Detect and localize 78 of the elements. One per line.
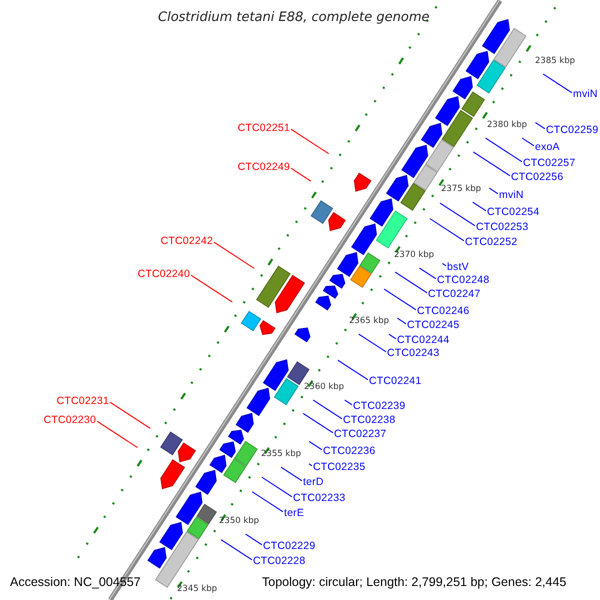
- leader-line: [312, 400, 342, 420]
- scale-label: 2375 kbp: [441, 184, 482, 194]
- leader-line: [394, 272, 428, 294]
- gene-label: CTC02235: [313, 461, 366, 473]
- leader-line: [418, 268, 436, 280]
- leader-line: [302, 412, 334, 434]
- leader-line: [308, 440, 322, 450]
- gene-label: CTC02228: [253, 555, 306, 567]
- leader-line: [190, 274, 233, 303]
- leader-line: [429, 218, 464, 242]
- gene-label: CTC02251: [238, 122, 290, 134]
- gene-label: CTC02249: [238, 161, 290, 173]
- gene-label: CTC02257: [523, 157, 576, 169]
- leader-line: [485, 138, 522, 162]
- leader-line: [472, 202, 486, 212]
- leader-line: [337, 360, 368, 380]
- gene-label: CTC02238: [343, 414, 396, 426]
- leader-line: [358, 334, 386, 352]
- gene-label: CTC02245: [407, 319, 460, 331]
- scale-label: 2365 kbp: [349, 316, 390, 326]
- gene-label: CTC02230: [44, 414, 96, 426]
- gene-label: mviN: [499, 189, 524, 201]
- gene-label: CTC02242: [160, 235, 213, 247]
- leader-line: [442, 262, 446, 266]
- gene-label: CTC02241: [369, 375, 422, 387]
- leader-line: [252, 491, 284, 512]
- scale-label: 2355 kbp: [261, 449, 302, 459]
- footer-text: Topology: circular; Length: 2,799,251 bp; Genes: 2,445: [262, 575, 566, 590]
- leader-line: [308, 463, 312, 466]
- gene-label: exoA: [535, 141, 560, 153]
- gene-label: CTC02256: [511, 171, 564, 183]
- gene-label: CTC02246: [417, 305, 470, 317]
- scale-label: 2350 kbp: [219, 516, 260, 526]
- leader-line: [396, 318, 406, 324]
- leader-line: [280, 466, 302, 482]
- gene-label: terE: [284, 507, 304, 519]
- gene-label: terD: [303, 476, 324, 488]
- scale-label: 2370 kbp: [394, 250, 434, 260]
- leader-line: [440, 202, 476, 226]
- leader-line: [110, 402, 151, 429]
- diagram-title: Clostridium tetani E88, complete genome: [158, 10, 430, 26]
- gene-label: CTC02243: [387, 347, 440, 359]
- gene-label: CTC02239: [353, 400, 406, 412]
- leader-line: [290, 128, 330, 154]
- gene-label: CTC02237: [334, 428, 386, 440]
- footer-text: Accession: NC_004557: [10, 575, 141, 590]
- gene-label: CTC02247: [428, 288, 480, 300]
- gene-label: bstV: [447, 261, 469, 273]
- gene-label: CTC02254: [487, 206, 540, 218]
- scale-label: 2380 kbp: [487, 120, 528, 130]
- leader-line: [214, 242, 255, 269]
- leader-line: [96, 420, 138, 448]
- gene-label: CTC02240: [138, 268, 190, 280]
- gene-label: mviN: [573, 88, 598, 100]
- gene-label: CTC02244: [397, 334, 450, 346]
- leader-line: [522, 138, 534, 146]
- scale-label: 2360 kbp: [304, 382, 344, 392]
- gene-label: CTC02231: [56, 395, 109, 407]
- gene-label: CTC02233: [293, 492, 346, 504]
- gene-label: CTC02259: [546, 124, 598, 136]
- leader-line: [261, 476, 292, 498]
- leader-line: [488, 188, 498, 194]
- scale-label: 2385 kbp: [535, 56, 576, 66]
- gene-label: CTC02253: [476, 221, 528, 233]
- gene-label: CTC02248: [437, 274, 490, 286]
- leader-line: [542, 74, 572, 94]
- leader-line: [220, 539, 252, 560]
- leader-line: [245, 534, 262, 546]
- leader-line: [534, 122, 546, 130]
- gene-label: CTC02229: [263, 540, 316, 552]
- leader-line: [290, 168, 312, 182]
- leader-line: [384, 288, 416, 310]
- leader-line: [388, 334, 396, 340]
- leader-line: [472, 151, 510, 176]
- gene-label: CTC02252: [465, 236, 518, 248]
- scale-label: 2345 kbp: [177, 584, 218, 594]
- leader-line: [344, 400, 352, 406]
- gene-label: CTC02236: [323, 445, 376, 457]
